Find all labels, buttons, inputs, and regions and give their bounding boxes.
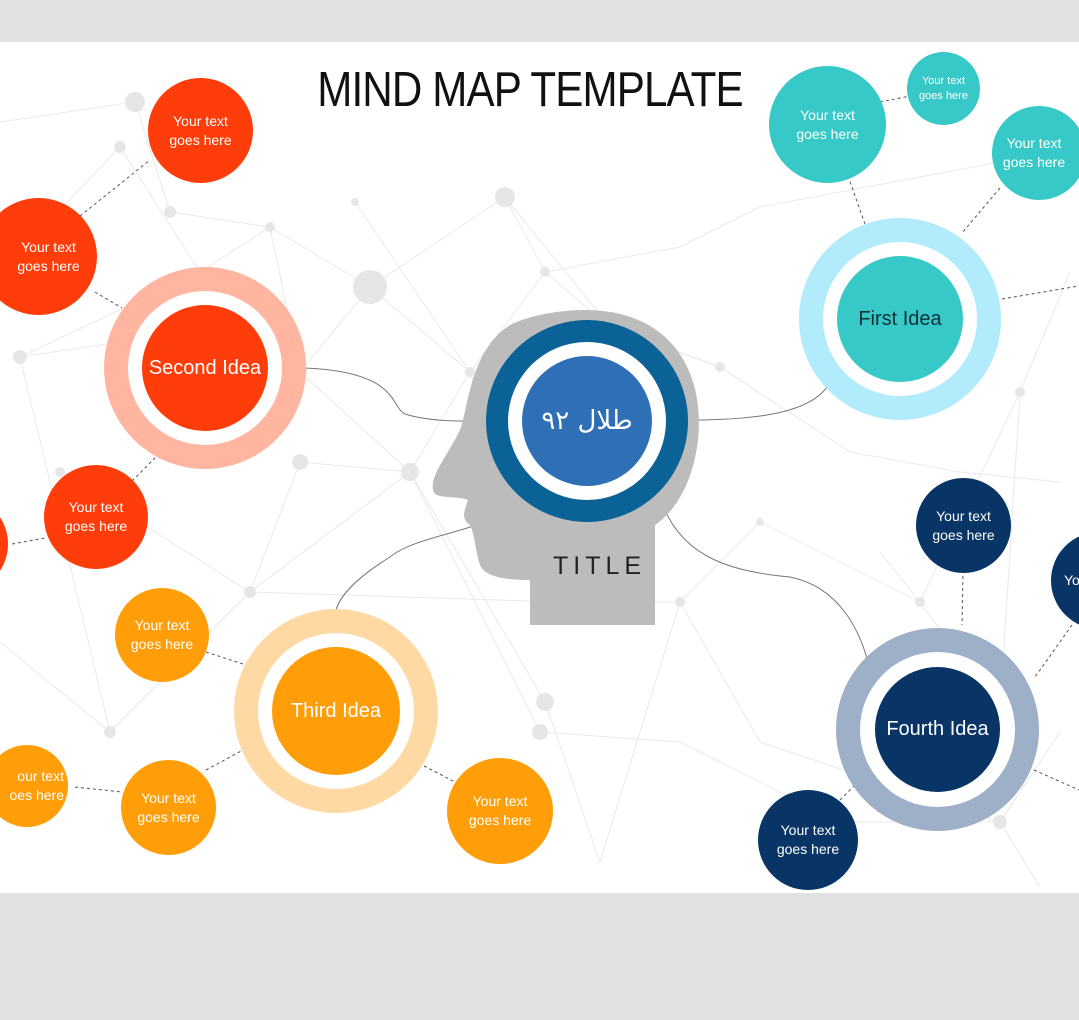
leaf-line: goes here <box>65 518 127 534</box>
mind-map-slide: MIND MAP TEMPLATE طلال ٩٢ TITLE First Id… <box>0 42 1079 893</box>
leaf-node[interactable]: Your text goes here <box>907 52 980 125</box>
fourth-idea-label: Fourth Idea <box>886 718 988 741</box>
leaf-line: Your text <box>800 107 855 123</box>
leaf-line: goes here <box>777 841 839 857</box>
first-idea-node[interactable]: First Idea <box>837 256 963 382</box>
leaf-line: Your text <box>781 822 836 838</box>
first-idea-label: First Idea <box>858 308 941 331</box>
third-idea-label: Third Idea <box>291 700 381 723</box>
leaf-line: goes here <box>169 132 231 148</box>
leaf-line: Your text <box>173 113 228 129</box>
leaf-line: goes here <box>131 636 193 652</box>
second-idea-label: Second Idea <box>149 357 261 380</box>
leaf-line: Yo <box>1064 571 1079 590</box>
head-title: TITLE <box>553 552 646 581</box>
leaf-line: Your text <box>922 75 965 87</box>
leaf-node[interactable]: Your text goes here <box>758 790 858 890</box>
leaf-line: goes here <box>919 90 968 102</box>
leaf-node[interactable]: Your text goes here <box>44 465 148 569</box>
leaf-line: goes here <box>137 809 199 825</box>
leaf-line: goes here <box>932 527 994 543</box>
leaf-line: Your text <box>69 499 124 515</box>
leaf-node[interactable]: Your text goes here <box>992 106 1079 200</box>
second-idea-node[interactable]: Second Idea <box>142 305 268 431</box>
leaf-line: Your text <box>1007 135 1062 151</box>
center-label: طلال ٩٢ <box>541 406 632 436</box>
leaf-line: goes here <box>17 258 79 274</box>
leaf-line: Your text <box>21 239 76 255</box>
leaf-node[interactable]: Your text goes here <box>115 588 209 682</box>
leaf-node[interactable]: Your text goes here <box>148 78 253 183</box>
fourth-idea-node[interactable]: Fourth Idea <box>875 667 1000 792</box>
page-title: MIND MAP TEMPLATE <box>306 62 753 118</box>
leaf-line: Your text <box>936 508 991 524</box>
leaf-line: Your text <box>135 617 190 633</box>
center-node[interactable]: طلال ٩٢ <box>522 356 652 486</box>
leaf-line: goes here <box>796 126 858 142</box>
leaf-node[interactable]: Your text goes here <box>121 760 216 855</box>
leaf-line: goes here <box>469 812 531 828</box>
leaf-node[interactable]: Your text goes here <box>916 478 1011 573</box>
leaf-line: our text <box>17 768 64 784</box>
leaf-line: oes here <box>10 787 64 803</box>
third-idea-node[interactable]: Third Idea <box>272 647 400 775</box>
leaf-line: goes here <box>1003 154 1065 170</box>
leaf-line: Your text <box>141 790 196 806</box>
leaf-node[interactable]: Your text goes here <box>769 66 886 183</box>
leaf-line: Your text <box>473 793 528 809</box>
leaf-node[interactable]: Your text goes here <box>447 758 553 864</box>
